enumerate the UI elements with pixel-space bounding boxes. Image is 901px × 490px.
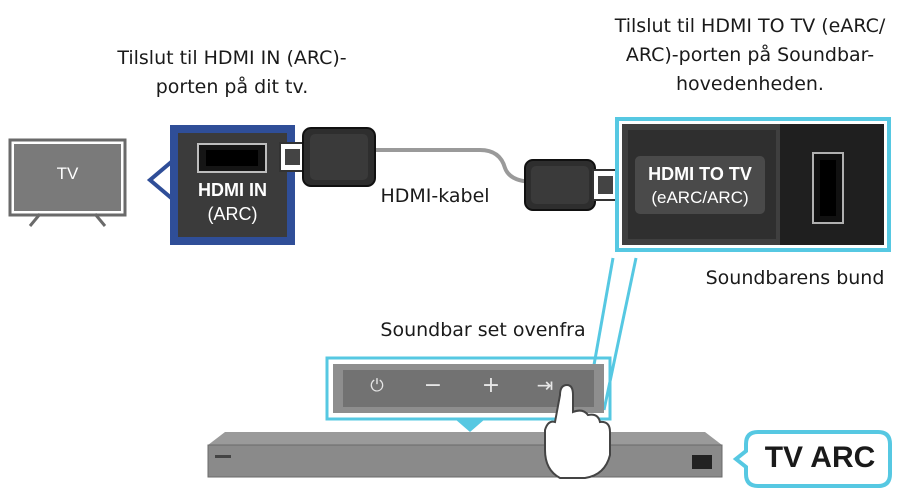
caption-tv-port-line1: Tilslut til HDMI IN (ARC)- bbox=[117, 47, 347, 69]
caption-soundbar-bottom: Soundbarens bund bbox=[705, 267, 885, 289]
caption-soundbar-top-view: Soundbar set ovenfra bbox=[380, 319, 586, 341]
soundbar-button-volume-up-icon: + bbox=[481, 373, 501, 398]
soundbar-button-source-icon: ⇥ bbox=[536, 373, 554, 397]
tv-hdmi-panel bbox=[170, 125, 295, 245]
tv-label: TV bbox=[56, 164, 79, 183]
caption-cable: HDMI-kabel bbox=[380, 185, 490, 207]
caption-soundbar-port-line3: hovedenheden. bbox=[676, 73, 824, 95]
soundbar-body bbox=[207, 432, 723, 478]
soundbar-hdmi-to-tv-line1: HDMI TO TV bbox=[648, 164, 752, 184]
strip-pointer bbox=[455, 419, 485, 432]
caption-soundbar-port-line2: ARC)-porten på Soundbar- bbox=[625, 44, 875, 66]
tv-arc-badge-text: TV ARC bbox=[764, 441, 876, 474]
tv-illustration bbox=[8, 138, 127, 227]
hand-pointer bbox=[544, 383, 611, 479]
soundbar-hdmi-to-tv-label: HDMI TO TV (eARC/ARC) bbox=[635, 162, 765, 210]
soundbar-back-panel bbox=[615, 117, 891, 252]
hdmi-cable bbox=[370, 148, 536, 184]
soundbar-hdmi-to-tv-line2: (eARC/ARC) bbox=[651, 188, 749, 207]
tv-hdmi-in-label: HDMI IN (ARC) bbox=[178, 178, 287, 226]
soundbar-button-volume-down-icon: − bbox=[423, 373, 443, 398]
tv-hdmi-in-line2: (ARC) bbox=[207, 204, 258, 224]
tv-hdmi-in-line1: HDMI IN bbox=[198, 180, 267, 200]
hdmi-plug-left bbox=[279, 127, 376, 187]
tv-arc-badge bbox=[732, 430, 892, 488]
caption-tv-port: Tilslut til HDMI IN (ARC)- porten på dit… bbox=[102, 44, 362, 102]
soundbar-button-power-icon: ⏻ bbox=[370, 376, 384, 396]
tv-pointer-chevron bbox=[146, 156, 178, 204]
hdmi-plug-right bbox=[524, 159, 619, 211]
caption-soundbar-port: Tilslut til HDMI TO TV (eARC/ ARC)-porte… bbox=[600, 12, 900, 99]
caption-soundbar-port-line1: Tilslut til HDMI TO TV (eARC/ bbox=[614, 15, 886, 37]
caption-tv-port-line2: porten på dit tv. bbox=[155, 76, 309, 98]
